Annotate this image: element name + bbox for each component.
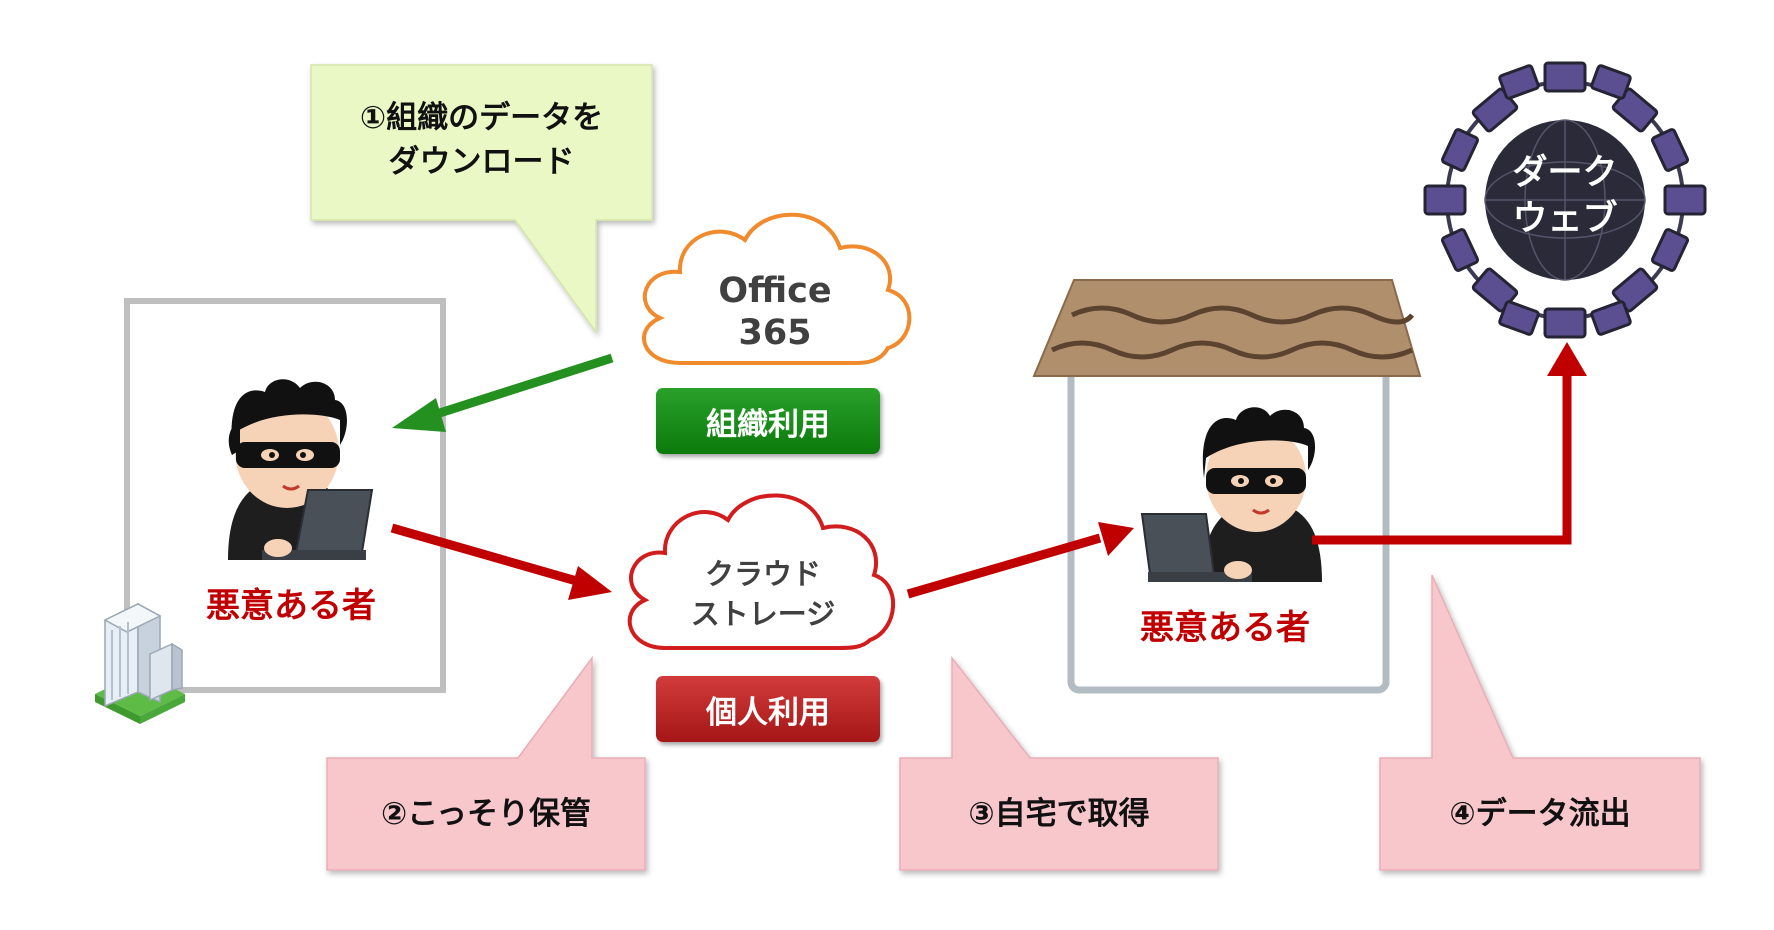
callout-leak — [1379, 574, 1701, 871]
callout-store-text: ②こっそり保管 — [380, 796, 592, 832]
office-building-icon — [95, 602, 185, 724]
laptop-icon — [262, 489, 374, 560]
laptop-icon — [1140, 513, 1252, 582]
dark-web-icon — [1423, 61, 1707, 339]
storage-cloud-label: クラウド ストレージ — [690, 557, 836, 631]
org-use-badge: 組織利用 — [656, 388, 880, 454]
arrow-download — [392, 353, 614, 432]
callout-home — [899, 655, 1219, 871]
office-frame — [124, 298, 446, 693]
callout-home-text: ③自宅で取得 — [968, 796, 1150, 832]
arrow-home — [906, 522, 1134, 599]
hacker-icon — [1140, 407, 1322, 582]
storage-cloud-icon — [627, 493, 896, 650]
callout-download-text: ①組織のデータを ダウンロード — [359, 100, 604, 180]
office-cloud-label: Office 365 — [718, 271, 832, 353]
home-actor-label: 悪意ある者 — [1140, 608, 1310, 648]
arrow-leak — [1312, 342, 1587, 545]
office-cloud-icon — [642, 212, 912, 365]
callout-leak-text: ④データ流出 — [1449, 796, 1631, 832]
dark-web-label: ダーク ウェブ — [1512, 153, 1618, 239]
office-actor-label: 悪意ある者 — [206, 586, 376, 626]
personal-use-badge: 個人利用 — [656, 676, 880, 742]
callout-download — [310, 64, 653, 335]
callout-store — [326, 655, 646, 871]
house-icon — [1032, 279, 1422, 694]
arrow-store — [390, 523, 612, 600]
hacker-icon — [228, 379, 374, 560]
